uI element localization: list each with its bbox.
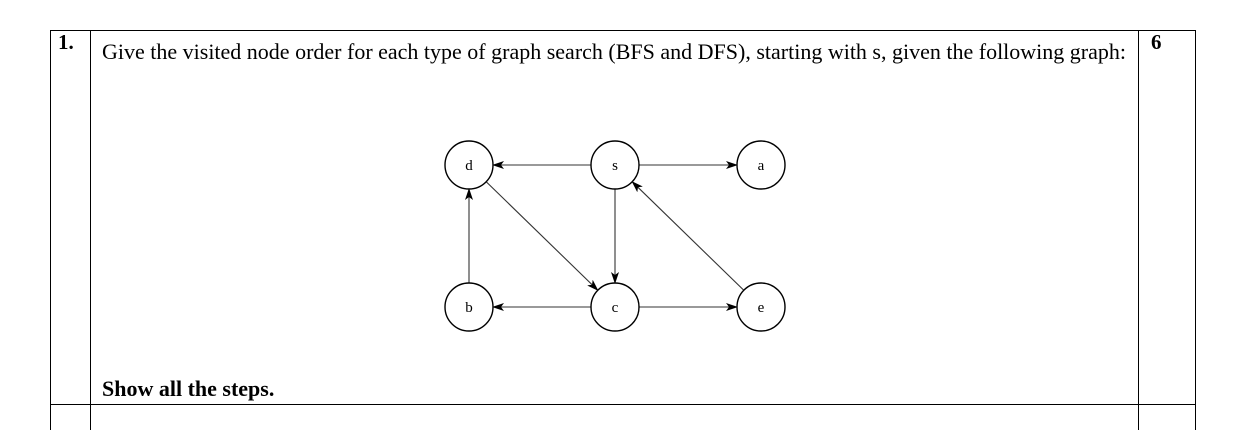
table-row-divider (50, 404, 1196, 405)
node-label-b: b (465, 300, 473, 316)
node-d: d (444, 140, 494, 190)
node-e: e (736, 282, 786, 332)
node-a: a (736, 140, 786, 190)
table-column-divider (90, 30, 91, 430)
node-b: b (444, 282, 494, 332)
node-label-d: d (465, 158, 473, 174)
edge-e-to-s (631, 181, 745, 291)
node-label-s: s (612, 158, 618, 174)
node-c: c (590, 282, 640, 332)
table-marks-divider (1138, 30, 1139, 430)
node-label-e: e (758, 300, 765, 316)
node-s: s (590, 140, 640, 190)
question-number: 1. (58, 30, 74, 54)
question-marks: 6 (1151, 30, 1162, 54)
node-label-a: a (758, 158, 765, 174)
question-text: Give the visited node order for each typ… (102, 39, 1126, 64)
table-border-left (50, 30, 51, 430)
edge-d-to-c (485, 181, 599, 291)
node-label-c: c (612, 300, 619, 316)
instruction-text: Show all the steps. (102, 376, 275, 401)
table-border-right (1195, 30, 1196, 430)
table-border-top (50, 30, 1196, 31)
